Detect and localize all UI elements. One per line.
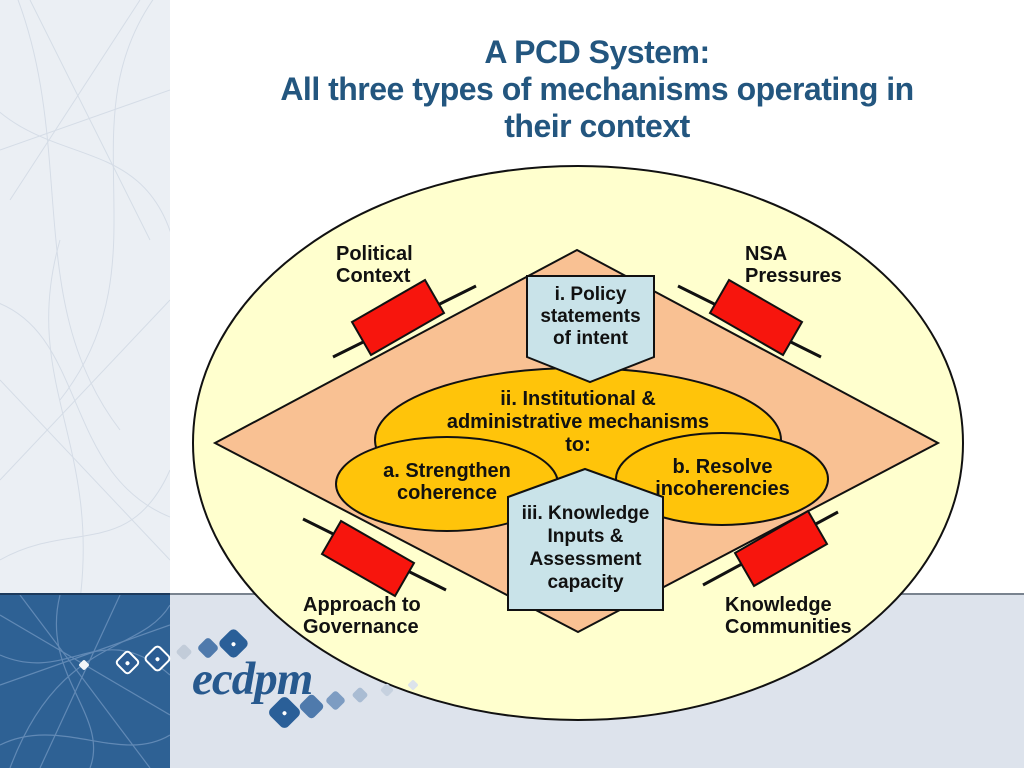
resolve-ellipse: [615, 432, 829, 526]
slide-title: A PCD System: All three types of mechani…: [280, 34, 914, 144]
knowledge-box-text: iii. Knowledge Inputs & Assessment capac…: [521, 503, 650, 593]
arrow-top-right-icon: [677, 278, 822, 359]
ecdpm-logo-text: ecdpm: [192, 653, 313, 705]
policy-box-text: i. Policy statements of intent: [540, 284, 641, 349]
resolve-ellipse-text: b. Resolve incoherencies: [655, 456, 790, 500]
policy-box: [526, 275, 655, 384]
arrow-bottom-right-icon: [702, 509, 839, 588]
left-strip-dark: [0, 593, 170, 768]
label-approach-governance: Approach to Governance: [303, 594, 421, 638]
label-political-context: Political Context: [336, 243, 413, 287]
web-pattern-dark: [0, 595, 170, 768]
knowledge-box: [507, 467, 664, 611]
strengthen-ellipse-text: a. Strengthen coherence: [383, 460, 511, 504]
mechanisms-ellipse-text: ii. Institutional & administrative mecha…: [446, 388, 710, 456]
label-knowledge-communities: Knowledge Communities: [725, 594, 852, 638]
label-nsa-pressures: NSA Pressures: [745, 243, 842, 287]
web-pattern-light: [0, 0, 170, 593]
arrow-bottom-left-icon: [302, 517, 447, 598]
left-decor-strip: [0, 0, 170, 593]
arrow-top-left-icon: [332, 278, 477, 359]
